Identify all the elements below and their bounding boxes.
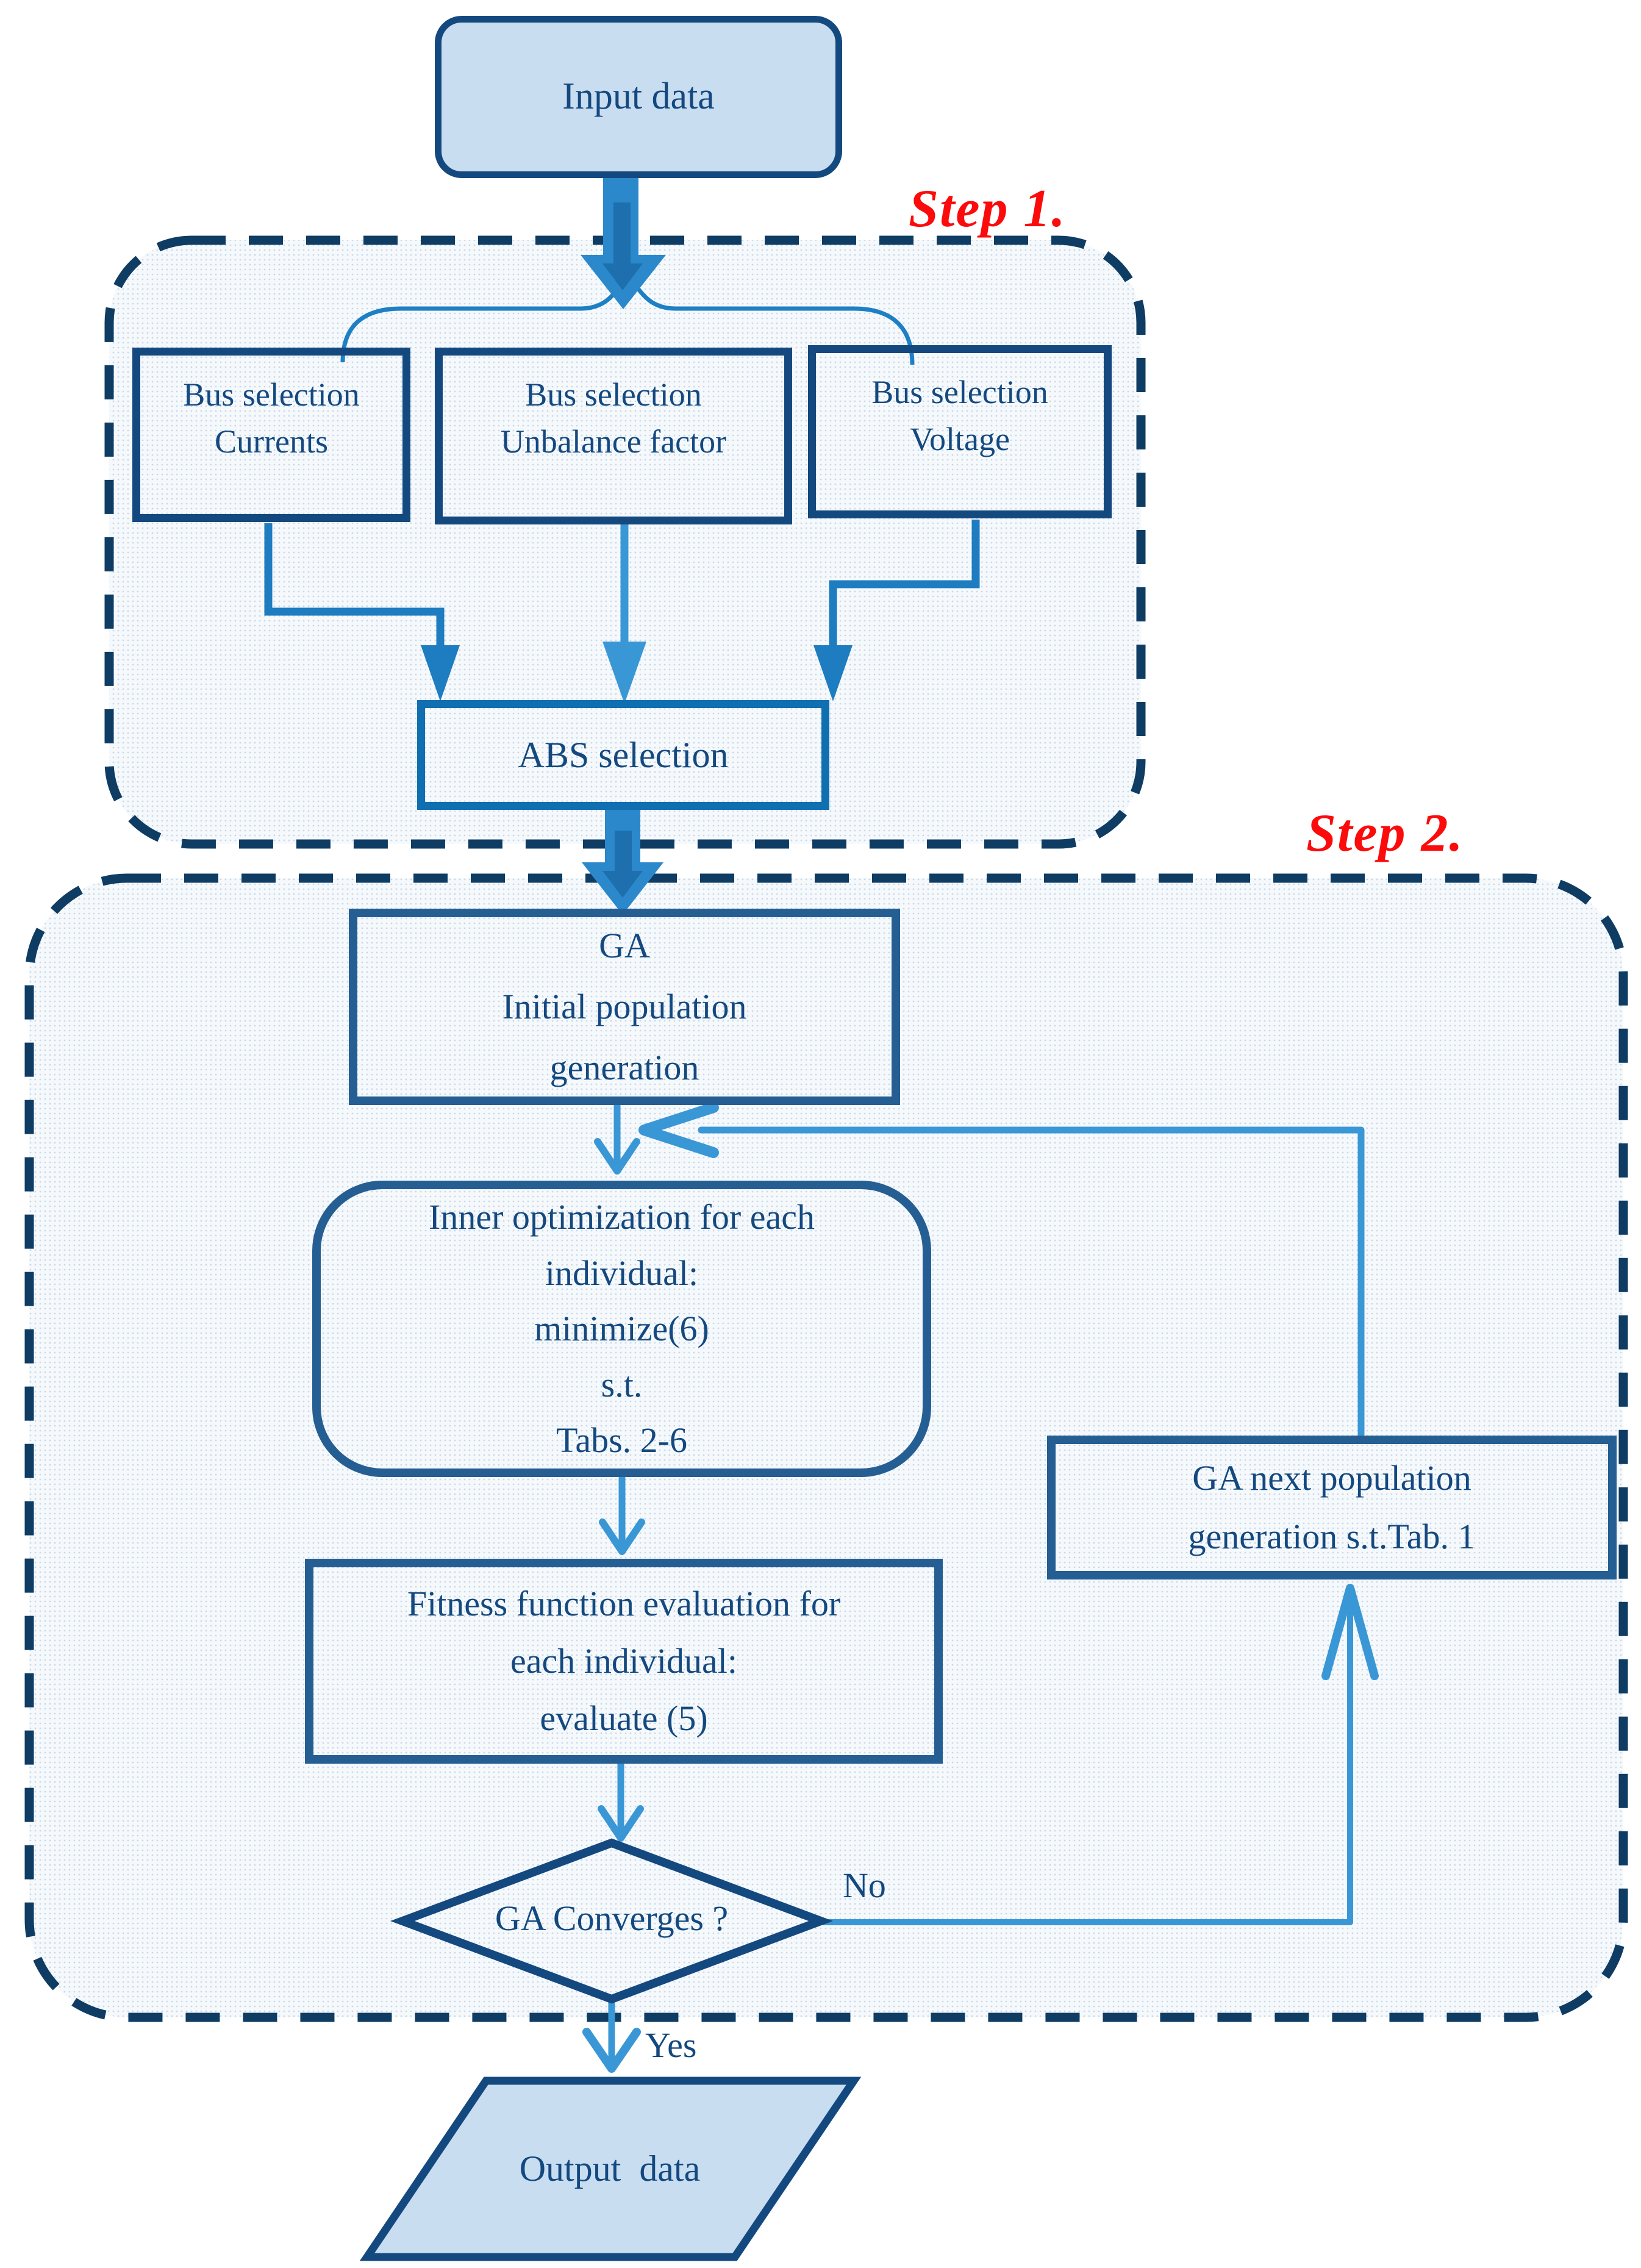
no-path-arrowhead bbox=[1321, 1584, 1379, 1680]
node-input-data: Input data bbox=[435, 16, 842, 178]
step1-label: Step 1. bbox=[909, 179, 1067, 238]
node-bus-selection-voltage-label: Bus selection Voltage bbox=[871, 374, 1048, 457]
fitness-to-diamond-arrowhead bbox=[598, 1805, 644, 1842]
loop-return-line bbox=[698, 1126, 1365, 1438]
step2-region bbox=[24, 873, 1628, 2022]
node-inner-optimization-label: Inner optimization for each individual: … bbox=[429, 1197, 815, 1461]
node-ga-next-population: GA next population generation s.t.Tab. 1 bbox=[1047, 1436, 1617, 1579]
gainit-to-inner-arrowhead bbox=[594, 1138, 640, 1175]
voltage-to-abs-connector bbox=[829, 520, 980, 648]
inner-to-fitness-arrowhead bbox=[599, 1519, 645, 1555]
yes-path-arrowhead bbox=[582, 2028, 641, 2073]
node-ga-initial-population-label: GA Initial population generation bbox=[502, 926, 747, 1087]
node-bus-selection-voltage: Bus selection Voltage bbox=[808, 345, 1112, 518]
node-bus-selection-unbalance-label: Bus selection Unbalance factor bbox=[500, 376, 727, 460]
node-bus-selection-unbalance: Bus selection Unbalance factor bbox=[435, 348, 792, 524]
node-ga-converges-label: GA Converges ? bbox=[495, 1898, 729, 1938]
output-parallelogram-shape bbox=[359, 2077, 862, 2261]
unbalance-to-abs-arrowhead bbox=[602, 642, 646, 704]
no-path-line bbox=[820, 1595, 1353, 1925]
yes-branch-label: Yes bbox=[645, 2025, 697, 2065]
abs-to-step2-thick-arrow-inner bbox=[602, 831, 643, 898]
voltage-to-abs-arrowhead bbox=[813, 645, 853, 701]
node-ga-next-population-label: GA next population generation s.t.Tab. 1 bbox=[1188, 1458, 1476, 1556]
currents-to-abs-arrowhead bbox=[421, 645, 460, 701]
step2-label: Step 2. bbox=[1306, 804, 1464, 863]
node-output-data-label: Output data bbox=[519, 2148, 701, 2189]
input-to-step1-thick-arrow-inner bbox=[602, 202, 643, 290]
node-input-data-label: Input data bbox=[562, 76, 715, 118]
currents-to-abs-connector bbox=[264, 523, 445, 648]
node-bus-selection-currents: Bus selection Currents bbox=[132, 348, 410, 522]
node-abs-selection: ABS selection bbox=[417, 700, 829, 810]
node-abs-selection-label: ABS selection bbox=[518, 734, 729, 775]
loop-return-arrowhead bbox=[638, 1102, 719, 1158]
node-fitness-evaluation-label: Fitness function evaluation for each ind… bbox=[407, 1584, 841, 1738]
decision-diamond-shape bbox=[390, 1838, 834, 2004]
node-ga-initial-population: GA Initial population generation bbox=[349, 909, 900, 1105]
node-bus-selection-currents-label: Bus selection Currents bbox=[183, 376, 360, 460]
node-fitness-evaluation: Fitness function evaluation for each ind… bbox=[305, 1559, 943, 1764]
no-branch-label: No bbox=[843, 1866, 886, 1905]
node-inner-optimization: Inner optimization for each individual: … bbox=[312, 1181, 931, 1477]
